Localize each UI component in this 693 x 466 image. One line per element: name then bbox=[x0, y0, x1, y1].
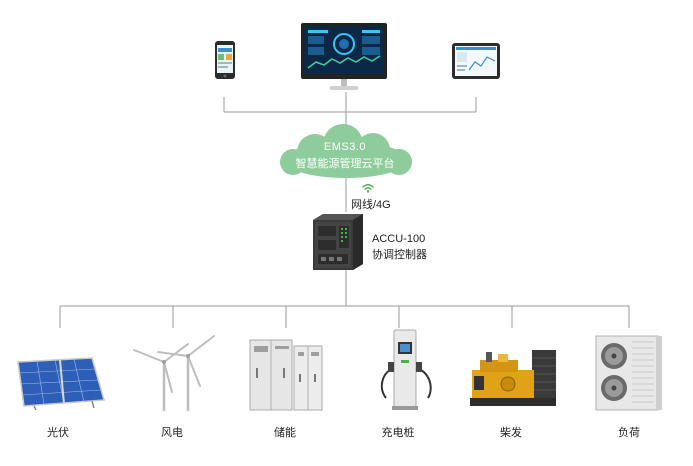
device-label-load: 负荷 bbox=[618, 427, 640, 439]
device-label-charger: 充电桩 bbox=[381, 427, 415, 439]
wind-turbine-icon bbox=[133, 335, 215, 412]
device-label-storage: 储能 bbox=[274, 427, 296, 439]
phone-icon bbox=[215, 41, 235, 79]
cloud-icon bbox=[280, 124, 412, 178]
controller-icon bbox=[313, 214, 363, 270]
solar-panel-icon bbox=[17, 357, 105, 410]
battery-cabinet-icon bbox=[249, 339, 323, 411]
tablet-icon bbox=[452, 43, 500, 79]
diesel-generator-icon bbox=[470, 350, 556, 406]
charging-pile-icon bbox=[380, 329, 432, 410]
network-label: 网线/4G bbox=[351, 199, 391, 211]
platform-subtitle: 智慧能源管理云平台 bbox=[295, 158, 395, 170]
load-icon bbox=[595, 335, 662, 411]
controller-name: 协调控制器 bbox=[372, 249, 427, 261]
device-label-diesel: 柴发 bbox=[500, 427, 522, 439]
wifi-icon bbox=[362, 184, 374, 193]
platform-name: EMS3.0 bbox=[323, 141, 367, 153]
device-label-wind: 风电 bbox=[161, 427, 183, 439]
device-label-solar: 光伏 bbox=[47, 427, 69, 439]
monitor-icon bbox=[301, 23, 387, 90]
controller-model: ACCU-100 bbox=[372, 233, 426, 245]
